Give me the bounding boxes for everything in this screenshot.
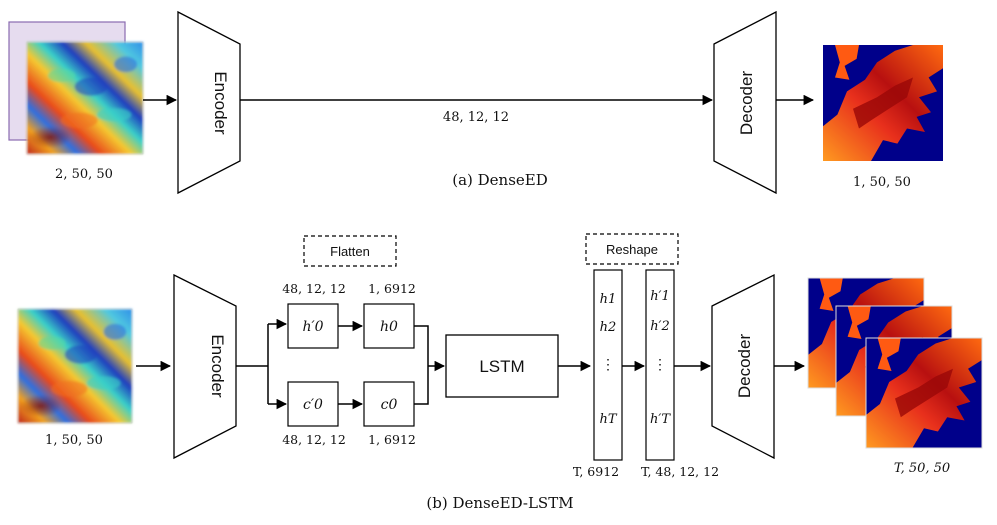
h-seq-dims: T, 6912	[573, 464, 619, 479]
reshape-label: Reshape	[606, 242, 658, 257]
h-seq-item-T: hT	[599, 412, 617, 427]
encoder-block-b	[173, 273, 237, 460]
h-seq-item-dots: ⋮	[601, 357, 615, 373]
lstm-box	[445, 334, 559, 398]
decoder-block-b	[711, 273, 775, 460]
h-sequence-column	[593, 269, 623, 461]
c0-label: c0	[381, 397, 398, 413]
h-seq-item-2: h2	[600, 320, 617, 335]
h0-box	[363, 303, 415, 349]
decoder-label: Decoder	[737, 71, 756, 136]
c0-prime-label: c′0	[303, 397, 323, 413]
bottom-left-dims: 48, 12, 12	[282, 432, 346, 447]
reshape-box	[585, 233, 679, 265]
h-prime-sequence-column	[645, 269, 675, 461]
output-dims-label: 1, 50, 50	[853, 175, 911, 190]
h0-prime-label: h′0	[302, 319, 323, 335]
latent-dims-label: 48, 12, 12	[443, 110, 509, 125]
decoder-block	[713, 10, 777, 195]
h0-prime-box	[287, 303, 339, 349]
flatten-box	[303, 235, 397, 267]
panel-a: 2, 50, 50 Encoder 48, 12, 12 Decoder 1, …	[8, 10, 943, 195]
h-prime-seq-dims: T, 48, 12, 12	[641, 464, 719, 479]
c0-prime-box	[287, 381, 339, 427]
encoder-block	[177, 10, 241, 195]
input-dims-label-b: 1, 50, 50	[45, 433, 103, 448]
input-dims-label: 2, 50, 50	[55, 167, 113, 182]
h-prime-seq-item-T: h′T	[650, 412, 671, 427]
top-right-dims: 1, 6912	[368, 281, 416, 296]
encoder-label-b: Encoder	[208, 334, 227, 398]
top-left-dims: 48, 12, 12	[282, 281, 346, 296]
panel-b: 1, 50, 50 Encoder Flatten 48, 12, 12 1, …	[17, 233, 983, 512]
flatten-label: Flatten	[330, 244, 370, 259]
lstm-label: LSTM	[479, 357, 524, 376]
output-saturation-image	[823, 45, 943, 161]
bottom-right-dims: 1, 6912	[368, 432, 416, 447]
h0-label: h0	[380, 319, 398, 335]
input-field-image	[27, 42, 143, 154]
h-prime-seq-item-2: h′2	[650, 319, 670, 334]
h-prime-seq-item-dots: ⋮	[653, 357, 667, 373]
caption-b: (b) DenseED-LSTM	[426, 494, 573, 512]
input-field-image-b	[18, 309, 132, 423]
output-dims-label-b: T, 50, 50	[894, 461, 950, 476]
decoder-label-b: Decoder	[735, 334, 754, 399]
c0-box	[363, 381, 415, 427]
h-seq-item-1: h1	[600, 292, 617, 307]
caption-a: (a) DenseED	[452, 171, 548, 189]
h-prime-seq-item-1: h′1	[650, 289, 670, 304]
encoder-label: Encoder	[211, 71, 230, 135]
output-saturation-image-t3	[866, 338, 982, 448]
